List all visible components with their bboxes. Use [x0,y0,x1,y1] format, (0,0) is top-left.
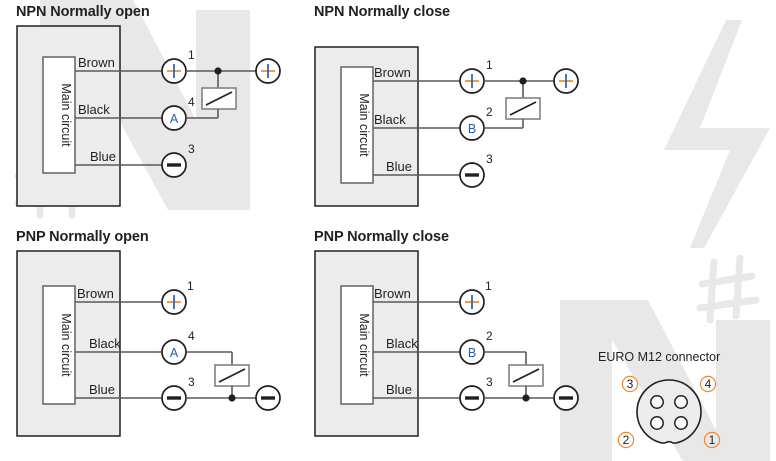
load-diagonal [512,368,540,383]
wire-label-black: Black [78,102,110,117]
pin-number-1: 1 [709,433,716,447]
terminal-number-3: 3 [188,142,195,156]
junction-dot [519,77,527,85]
diagram-pnp-normally-open: PNP Normally open Main circuit Brown Bla… [16,229,298,446]
terminal-number-2: 2 [486,105,493,119]
wire-label-black: Black [386,336,418,351]
terminal-letter-b: B [468,346,476,360]
terminal-letter-a: A [170,112,179,126]
diagram-title-pnp-normally-close: PNP Normally close [314,229,449,245]
terminal-number-3: 3 [188,375,195,389]
main-circuit-block [42,285,76,405]
connector-pin-3 [650,395,664,409]
wire-label-blue: Blue [89,382,115,397]
diagram-pnp-normally-close: PNP Normally close Main circuit Brown Bl… [314,229,596,446]
diagram-npn-normally-close: NPN Normally close Main circuit Brown Bl… [314,4,596,215]
connector-body-outline [636,379,702,444]
terminal-number-1: 1 [188,48,195,62]
wire-label-brown: Brown [374,65,411,80]
connector-pin-1 [674,416,688,430]
junction-dot [522,394,530,402]
diagram-npn-normally-open: NPN Normally open Main circuit Brown Bla… [16,4,298,215]
pin-number-3: 3 [627,377,634,391]
terminal-number-1: 1 [187,279,194,293]
terminal-number-1: 1 [485,279,492,293]
connector-pinout-diagram: 3 4 2 1 [617,375,721,449]
euro-m12-connector: EURO M12 connector 3 4 2 1 [598,350,768,454]
wire-label-blue: Blue [386,159,412,174]
main-circuit-block [340,285,374,405]
wire-label-brown: Brown [78,55,115,70]
pin-number-2: 2 [623,433,630,447]
schematic-npn-normally-close: Main circuit Brown Black Blue 1 B 2 3 [314,46,579,207]
connector-title: EURO M12 connector [598,350,721,364]
connector-pin-4 [674,395,688,409]
junction-dot [214,67,222,75]
main-circuit-label: Main circuit [357,313,371,377]
main-circuit-label: Main circuit [357,93,371,157]
wire-label-brown: Brown [77,286,114,301]
schematic-pnp-normally-open: Main circuit Brown Black Blue 1 A 4 3 [16,250,281,437]
diagram-title-npn-normally-open: NPN Normally open [16,4,150,20]
schematic-npn-normally-open: Main circuit Brown Black Blue 1 A 4 3 [16,25,281,207]
terminal-number-4: 4 [188,95,195,109]
diagram-title-npn-normally-close: NPN Normally close [314,4,450,20]
main-circuit-label: Main circuit [59,313,73,377]
terminal-number-3: 3 [486,375,493,389]
junction-dot [228,394,236,402]
load-diagonal [218,368,246,383]
terminal-letter-b: B [468,122,476,136]
terminal-number-4: 4 [188,329,195,343]
wire-label-black: Black [89,336,121,351]
wire-label-brown: Brown [374,286,411,301]
pin-number-4: 4 [705,377,712,391]
schematic-pnp-normally-close: Main circuit Brown Black Blue 1 B 2 3 [314,250,579,437]
diagram-title-pnp-normally-open: PNP Normally open [16,229,149,245]
wire-label-blue: Blue [386,382,412,397]
wire-label-blue: Blue [90,149,116,164]
load-diagonal [509,101,537,116]
terminal-number-1: 1 [486,58,493,72]
main-circuit-block [340,66,374,184]
terminal-number-3: 3 [486,152,493,166]
connector-pin-2 [650,416,664,430]
main-circuit-label: Main circuit [59,83,73,147]
wire-label-black: Black [374,112,406,127]
terminal-number-2: 2 [486,329,493,343]
terminal-letter-a: A [170,346,179,360]
